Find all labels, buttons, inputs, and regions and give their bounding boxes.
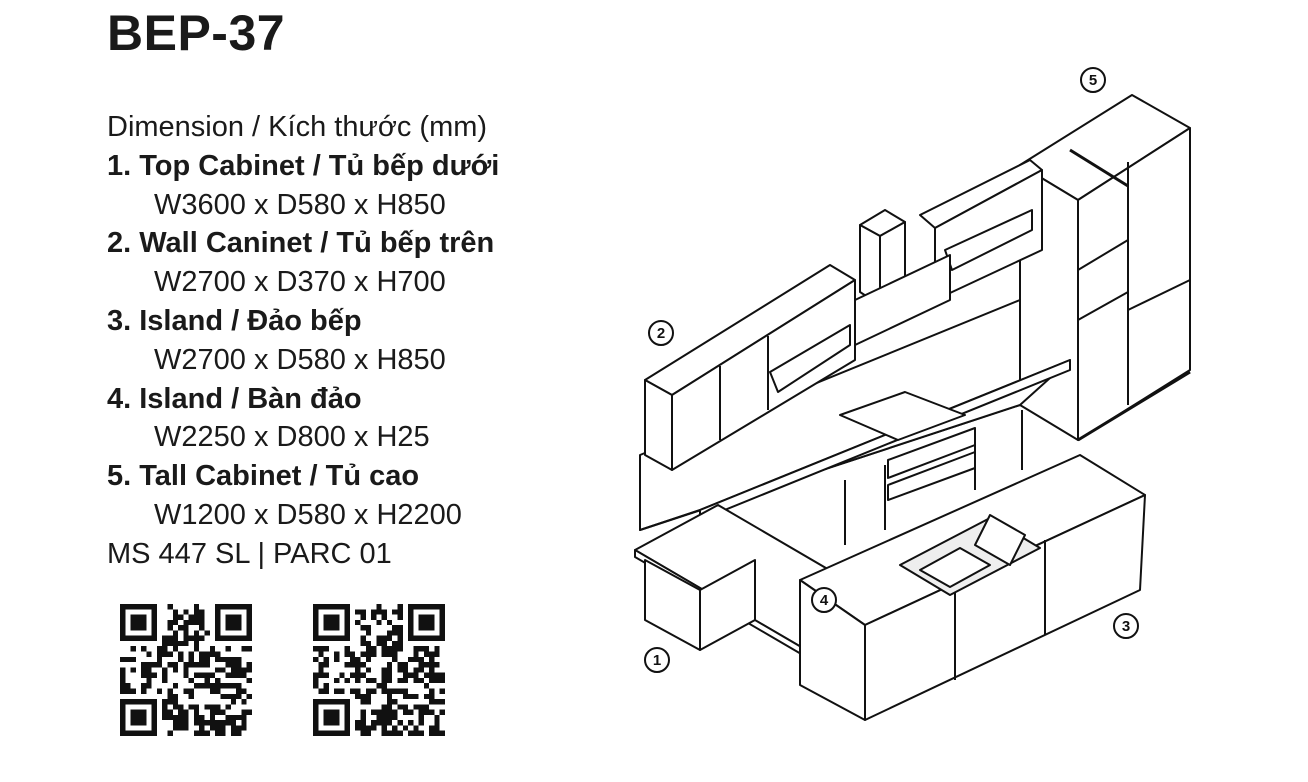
spec-item-label: 5. Tall Cabinet / Tủ cao: [107, 460, 420, 493]
spec-item-label: 4. Island / Bàn đảo: [107, 382, 362, 415]
spec-item-size: W2700 x D370 x H700: [154, 266, 446, 299]
callout-3: 3: [1122, 618, 1130, 635]
callout-1: 1: [653, 652, 661, 669]
callout-2: 2: [657, 325, 665, 342]
material-code: MS 447 SL | PARC 01: [107, 537, 392, 570]
spec-item-size: W2700 x D580 x H850: [154, 343, 446, 376]
dimension-label: Dimension / Kích thước (mm): [107, 111, 488, 143]
callout-5: 5: [1089, 72, 1097, 89]
kitchen-isometric-drawing: 1 2 3 4 5: [634, 67, 1191, 721]
page-title: BEP-37: [107, 5, 286, 61]
spec-item-label: 3. Island / Đảo bếp: [107, 304, 362, 337]
wall-cabinet: [644, 159, 1043, 471]
spec-item-label: 2. Wall Caninet / Tủ bếp trên: [107, 227, 495, 260]
kitchen-island: [799, 454, 1146, 721]
spec-list: Dimension / Kích thước (mm) 1. Top Cabin…: [107, 108, 499, 574]
base-cabinet: [639, 299, 1071, 545]
qr-code[interactable]: [313, 604, 445, 736]
spec-item-size: W1200 x D580 x H2200: [154, 498, 462, 531]
spec-item-size: W3600 x D580 x H850: [154, 188, 446, 221]
tall-cabinet: [1019, 94, 1191, 442]
range-hood: [854, 209, 951, 346]
spec-item-size: W2250 x D800 x H25: [154, 421, 430, 454]
callout-markers: [644, 67, 1139, 673]
spec-item-label: 1. Top Cabinet / Tủ bếp dưới: [107, 149, 500, 182]
callout-4: 4: [820, 592, 829, 609]
qr-code[interactable]: [120, 604, 252, 736]
